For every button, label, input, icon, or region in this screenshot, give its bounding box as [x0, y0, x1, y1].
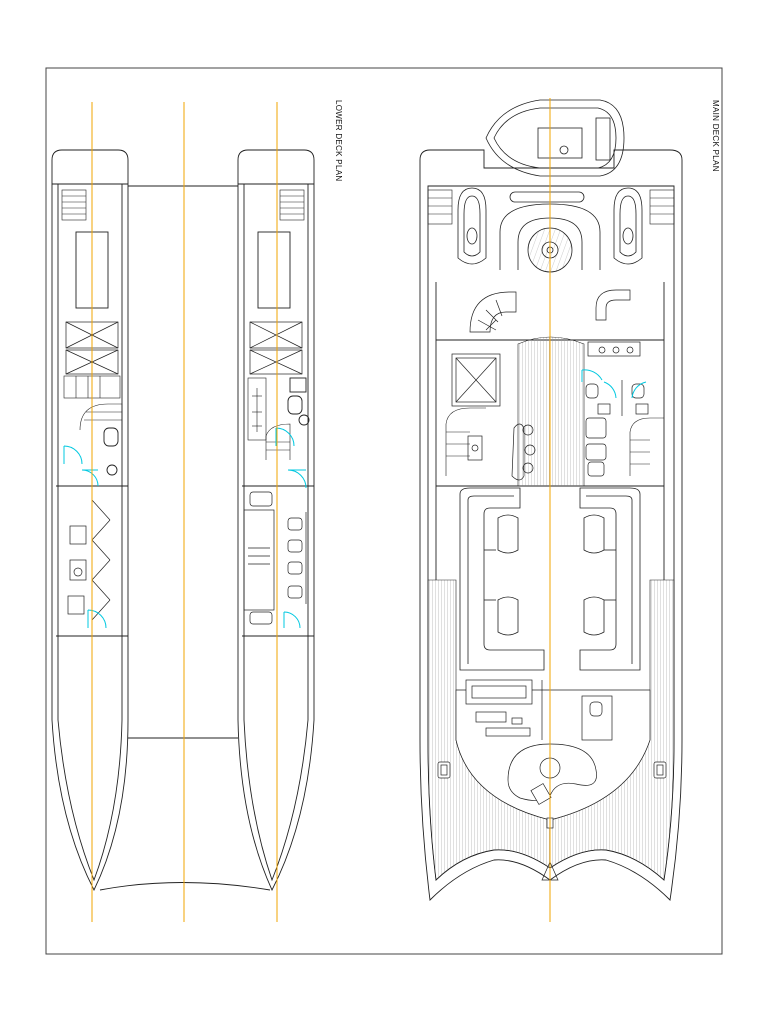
starboard-stern-steps — [279, 189, 305, 221]
starboard-hull-inner-line — [243, 183, 309, 882]
salon-hatched-floor — [517, 336, 585, 487]
spiral-staircase — [469, 291, 517, 333]
port-hull-inner-line — [57, 183, 123, 882]
main-deck-plan-label: MAIN DECK PLAN — [711, 100, 720, 172]
salon-storage — [451, 353, 501, 407]
port-toilet — [103, 427, 119, 447]
starboard-door-swings — [275, 427, 307, 629]
lower-deck-centerlines — [91, 102, 278, 922]
main-port-stairs — [445, 407, 486, 476]
starboard-salon-sofa — [579, 487, 641, 671]
drawing-frame — [45, 67, 723, 955]
port-cabin-furniture — [67, 499, 111, 621]
port-hull — [51, 149, 129, 892]
port-sink — [106, 464, 118, 476]
tender-dinghy — [485, 99, 625, 177]
jet-ski-starboard — [613, 187, 643, 265]
bar-counter — [467, 423, 536, 481]
bow-connection — [99, 882, 271, 891]
starboard-cabin-furniture — [243, 491, 307, 625]
starboard-toilet — [287, 395, 303, 415]
jet-ski-port — [457, 187, 487, 265]
salon-armchairs — [585, 417, 607, 477]
main-deck-plan — [419, 98, 683, 922]
main-starboard-stairs — [629, 417, 664, 476]
starboard-storage-lockers — [249, 321, 303, 375]
starboard-workbench — [247, 377, 267, 441]
port-hull-outline — [51, 149, 129, 892]
main-door-swings — [581, 369, 647, 741]
port-door-swings — [63, 445, 107, 629]
main-deck-outline — [419, 149, 683, 901]
starboard-engine-room — [257, 231, 291, 309]
starboard-hull-outline — [237, 149, 315, 892]
starboard-sink — [298, 414, 310, 426]
port-salon-sofa — [459, 487, 545, 671]
port-stairs — [79, 403, 123, 431]
starboard-stairs — [265, 423, 291, 460]
starboard-hull — [237, 149, 315, 892]
lower-deck-plan — [51, 102, 315, 922]
curved-duct — [595, 289, 631, 321]
main-stern-steps — [427, 189, 675, 225]
main-heads — [585, 341, 649, 416]
port-stern-steps — [61, 189, 87, 221]
starboard-shelf — [289, 377, 307, 393]
lower-deck-plan-label: LOWER DECK PLAN — [334, 100, 343, 182]
